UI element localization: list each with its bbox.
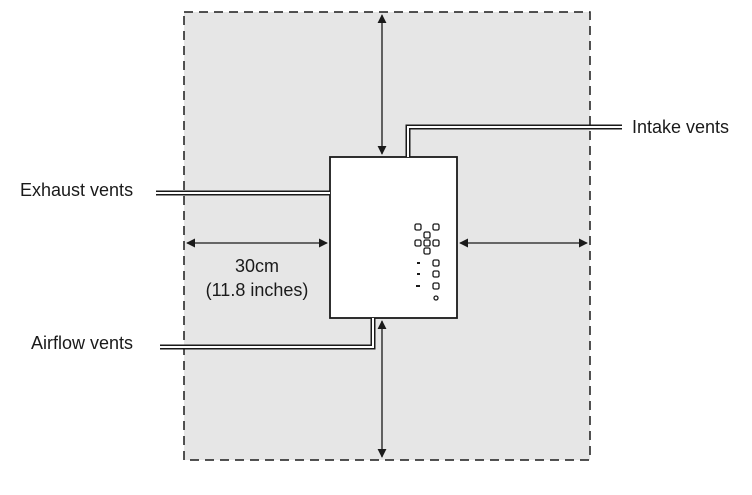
airflow-vents-label: Airflow vents	[31, 333, 134, 353]
source-button	[432, 223, 440, 231]
nav-center-button	[423, 239, 431, 247]
lamp-button	[432, 270, 440, 278]
power-button	[414, 223, 422, 231]
temp-button	[432, 282, 440, 290]
indicator-icon	[417, 262, 420, 264]
menu-button	[432, 259, 440, 267]
intake-vents-leader	[405, 124, 622, 157]
status-led-icon	[433, 295, 439, 301]
nav-down-button	[423, 247, 431, 255]
indicator-icons	[416, 262, 420, 287]
distance-imperial: (11.8 inches)	[205, 280, 309, 300]
control-panel	[414, 223, 440, 301]
projector-body	[329, 156, 458, 319]
clearance-distance-label: 30cm (11.8 inches)	[192, 254, 322, 302]
intake-vents-label: Intake vents	[632, 117, 730, 137]
indicator-icon	[417, 273, 420, 275]
distance-metric: 30cm	[234, 256, 279, 276]
airflow-vents-leader	[160, 318, 376, 350]
nav-right-button	[432, 239, 440, 247]
indicator-icon	[416, 285, 420, 287]
nav-left-button	[414, 239, 422, 247]
nav-up-button	[423, 231, 431, 239]
exhaust-vents-label: Exhaust vents	[20, 180, 134, 200]
